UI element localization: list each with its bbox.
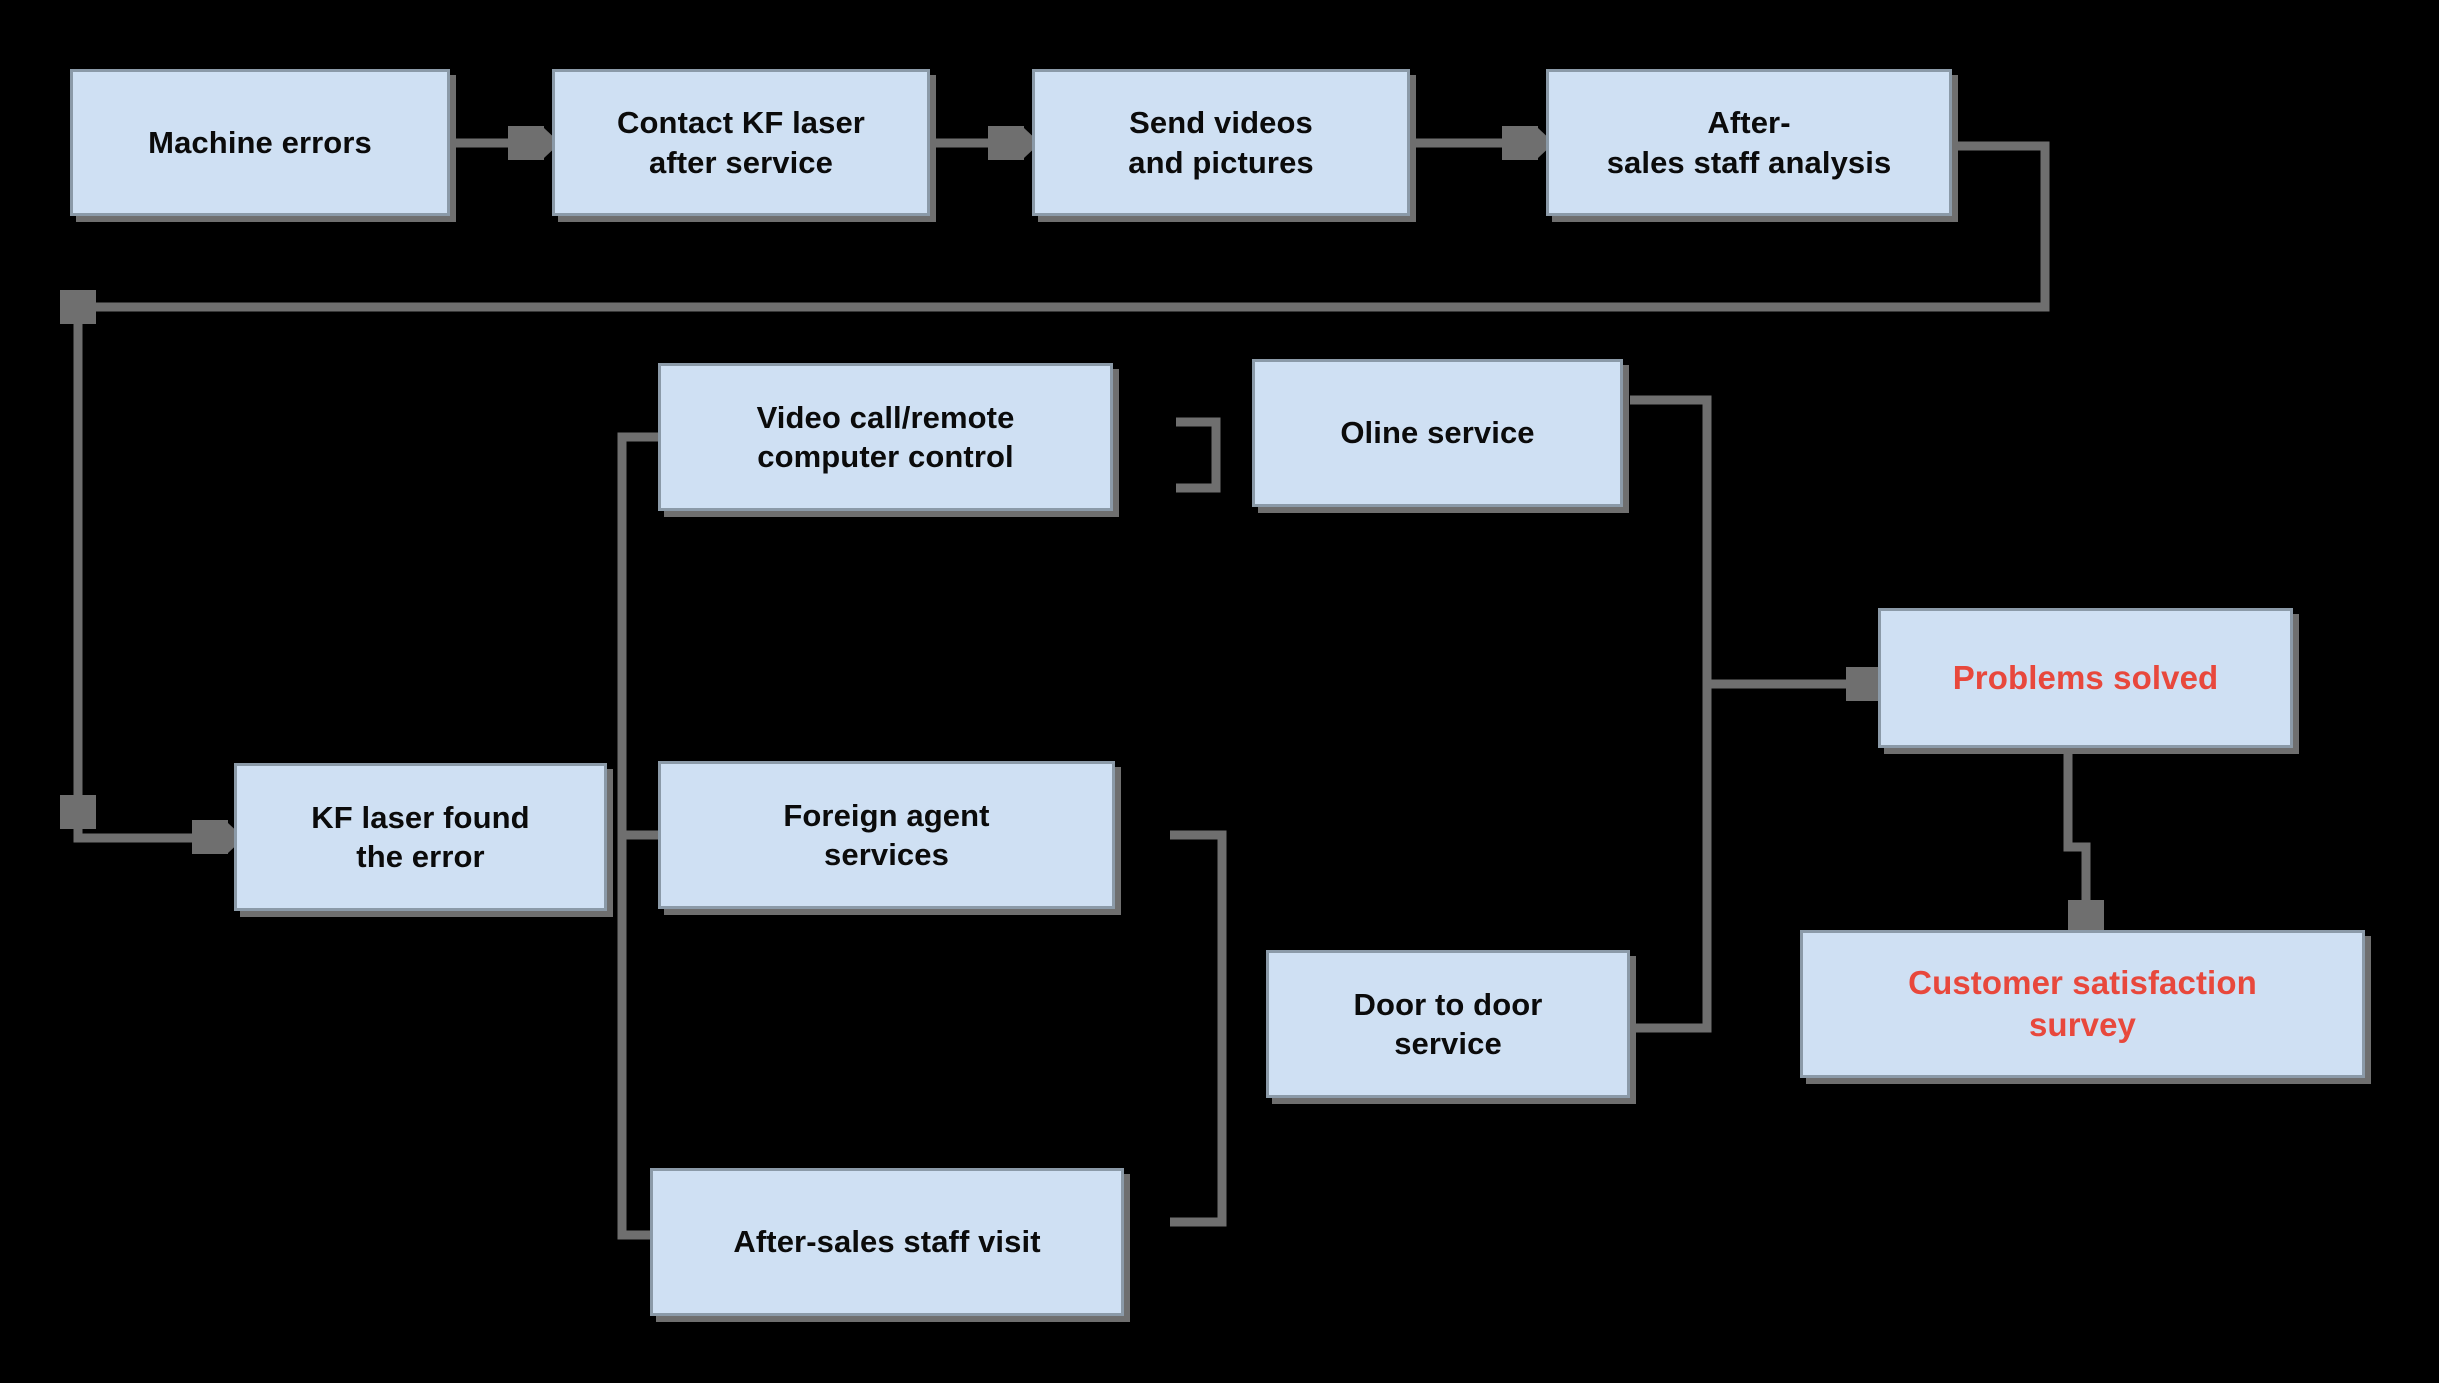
- node-oline-service[interactable]: Oline service: [1252, 359, 1623, 507]
- edge-problems-to-survey: [2063, 750, 2104, 936]
- node-kf-laser-found-the-error[interactable]: KF laser found the error: [234, 763, 607, 911]
- edge-agent-and-visit-to-door: [1170, 830, 1227, 1227]
- node-label: Contact KF laser after service: [617, 105, 865, 180]
- node-contact-kf-laser[interactable]: Contact KF laser after service: [552, 69, 930, 216]
- node-problems-solved[interactable]: Problems solved: [1878, 608, 2293, 748]
- node-label: Customer satisfaction survey: [1908, 964, 2257, 1043]
- node-label: Machine errors: [148, 124, 372, 160]
- node-customer-satisfaction-survey[interactable]: Customer satisfaction survey: [1800, 930, 2365, 1078]
- node-label: Door to door service: [1353, 986, 1543, 1061]
- node-door-to-door-service[interactable]: Door to door service: [1266, 950, 1630, 1098]
- node-label: After- sales staff analysis: [1606, 105, 1892, 180]
- node-label: Oline service: [1340, 415, 1535, 451]
- edge-contact-to-send-videos: [930, 126, 1040, 160]
- node-label: Video call/remote computer control: [756, 399, 1015, 474]
- node-label: Foreign agent services: [783, 797, 990, 872]
- node-label: KF laser found the error: [311, 799, 530, 874]
- node-label: Send videos and pictures: [1128, 105, 1314, 180]
- node-label: After-sales staff visit: [733, 1224, 1041, 1260]
- node-video-call-remote-computer-control[interactable]: Video call/remote computer control: [658, 363, 1113, 511]
- node-machine-errors[interactable]: Machine errors: [70, 69, 450, 216]
- node-send-videos-and-pictures[interactable]: Send videos and pictures: [1032, 69, 1410, 216]
- node-after-sales-staff-visit[interactable]: After-sales staff visit: [650, 1168, 1124, 1316]
- edge-video-call-to-oline: [1176, 417, 1221, 493]
- edge-send-videos-to-analysis: [1412, 126, 1554, 160]
- edge-machine-errors-to-contact: [450, 126, 560, 160]
- node-foreign-agent-services[interactable]: Foreign agent services: [658, 761, 1115, 909]
- node-label: Problems solved: [1952, 659, 2219, 697]
- edge-kf-found-error-branch: [617, 432, 658, 1240]
- node-after-sales-staff-analysis[interactable]: After- sales staff analysis: [1546, 69, 1952, 216]
